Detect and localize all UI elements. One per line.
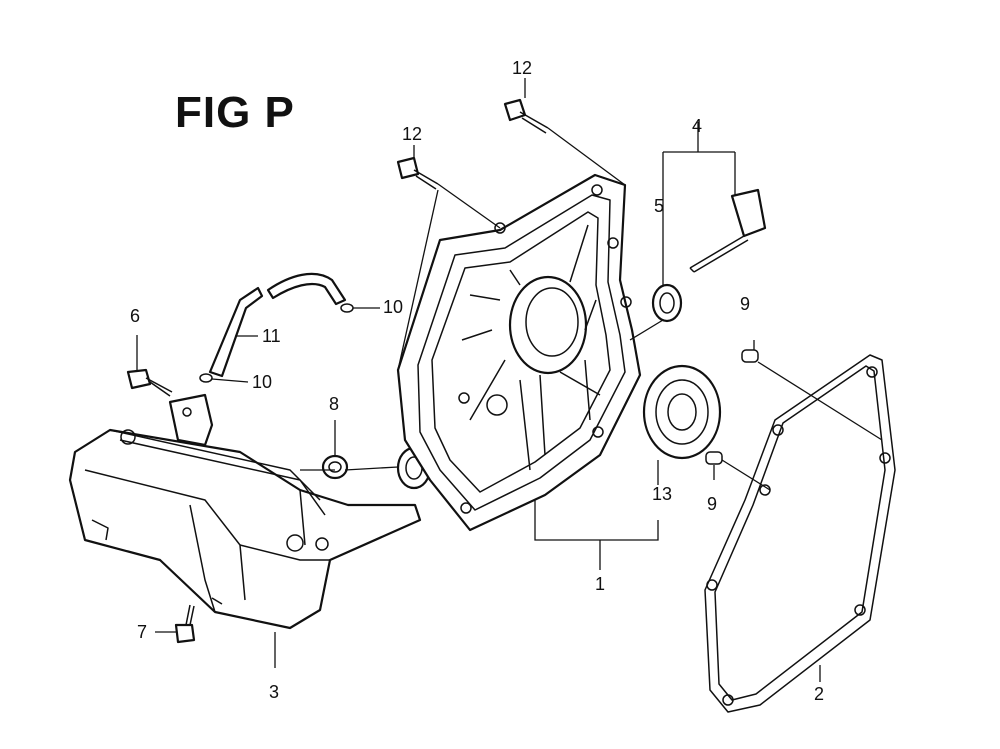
callout-6: 6: [130, 306, 140, 326]
callout-4: 4: [692, 116, 702, 136]
callout-10b: 10: [252, 372, 272, 392]
bearing-part-13[interactable]: [642, 364, 722, 460]
breather-hose-part-11[interactable]: [208, 272, 347, 378]
bolt-part-6[interactable]: [126, 368, 173, 397]
bolt-part-12a[interactable]: [503, 98, 549, 134]
gasket-part-2[interactable]: [704, 354, 896, 713]
callout-9a: 9: [740, 294, 750, 314]
bolt-part-12b[interactable]: [396, 156, 439, 190]
callout-12a: 12: [512, 58, 532, 78]
tank-bracket: [168, 393, 214, 447]
dowel-pin-part-9b[interactable]: [705, 451, 723, 465]
callout-2: 2: [814, 684, 824, 704]
dowel-pin-part-9a[interactable]: [741, 349, 759, 363]
oil-tank-part-3[interactable]: [68, 428, 422, 630]
bolt-part-7[interactable]: [174, 604, 196, 644]
figure-title: FIG P: [175, 88, 295, 137]
o-ring-part-8[interactable]: [321, 454, 349, 480]
callout-5: 5: [654, 196, 664, 216]
callout-labels: 12 12 4 5 9 10 11 6 10 8 13 9 1 7 3 2: [130, 58, 824, 704]
oil-dipstick-part-4[interactable]: [689, 188, 767, 273]
callout-8: 8: [329, 394, 339, 414]
oil-seal-part-5[interactable]: [651, 283, 683, 323]
callout-12b: 12: [402, 124, 422, 144]
callout-10a: 10: [383, 297, 403, 317]
leader-lines: [136, 78, 883, 682]
callout-11: 11: [262, 326, 281, 346]
hose-clip-part-10a[interactable]: [340, 303, 354, 313]
hose-clip-part-10b[interactable]: [199, 373, 213, 383]
callout-3: 3: [269, 682, 279, 702]
callout-1: 1: [595, 574, 605, 594]
callout-7: 7: [137, 622, 147, 642]
crankcase-cover-part-1[interactable]: [396, 173, 642, 532]
callout-13: 13: [652, 484, 672, 504]
callout-9b: 9: [707, 494, 717, 514]
